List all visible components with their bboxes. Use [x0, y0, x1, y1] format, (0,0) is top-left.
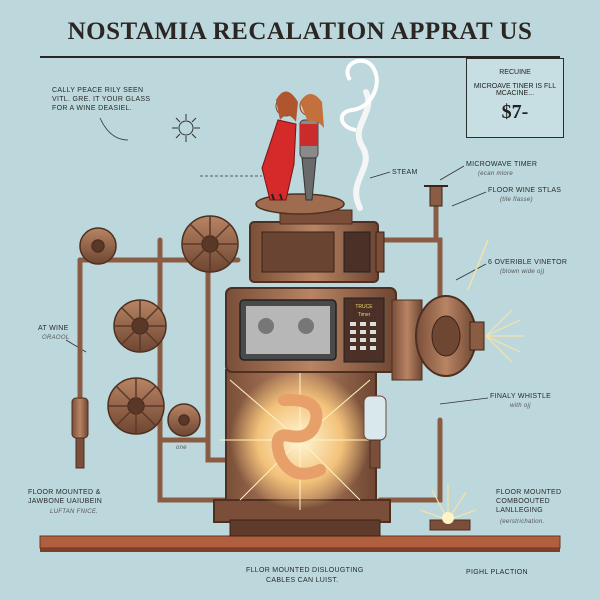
leader-whistle: [439, 397, 489, 405]
screen-person-left: [258, 318, 274, 334]
right-wheel-hub: [431, 315, 461, 357]
diagram-title: NOSTAMIA RECALATION APPRAT US: [67, 18, 533, 45]
control-panel-buttons: [350, 322, 376, 350]
note-top-left-line-1: CALLY PEACE RILY SEEN: [52, 87, 144, 94]
upper-microwave-side: [375, 231, 385, 273]
leader-top-left: [99, 117, 129, 141]
note-floor-mounted-right-line-3: LANLLEGING: [496, 507, 543, 514]
gear-top-icon: [181, 215, 239, 273]
note-floor-mounted-left-sub: LUFTAN FNICE.: [50, 509, 99, 515]
note-floor-wine-sub: (tile flasse): [500, 197, 533, 203]
figure-left: [261, 91, 298, 201]
override-spark: [467, 239, 489, 291]
leader-floor-wine: [451, 191, 487, 207]
leader-microwave-timer: [439, 165, 465, 181]
gear-top-left-icon: [79, 227, 117, 265]
note-bottom-right: PIGHL PLACTION: [466, 569, 528, 576]
screen-photo: [246, 306, 330, 354]
floor-platform: [39, 535, 561, 549]
leader-steam: [369, 171, 391, 179]
right-spark-icon: [485, 309, 524, 363]
note-floor-mounted-left-line-1: FLOOR MOUNTED &: [28, 489, 101, 496]
figure-right: [299, 94, 324, 201]
whistle-stand: [369, 439, 381, 469]
screen-person-right: [298, 318, 314, 334]
note-floor-mounted-right: FLOOR MOUNTED COMBOOUTED LANLLEGING: [496, 488, 561, 515]
note-floor-mounted-right-sub: (eerstrichation.: [500, 519, 545, 525]
gear-lower-icon: [107, 377, 165, 435]
note-microwave-timer: MICROWAVE TIMER: [466, 161, 538, 168]
note-at-wine: AT WINE: [38, 325, 69, 332]
price-box-price: $7-: [501, 101, 529, 123]
note-bottom-center: FLLOR MOUNTED DISLOUGTING: [246, 567, 364, 574]
right-nozzle: [469, 321, 485, 351]
note-top-left-line-3: FOR A WINE DEASIEL.: [52, 105, 132, 112]
price-box: RECUINE MICROAVE TINER IS FLL MCACINE...…: [466, 58, 564, 138]
note-at-wine-sub: ORAOOL: [42, 335, 70, 341]
note-override: 6 OVERIBLE VINETOR: [488, 259, 568, 266]
upper-microwave-door: [261, 231, 335, 273]
gear-bottom-icon: [167, 403, 201, 437]
steam-figure: [340, 58, 379, 132]
note-finaly-whistle-sub: with ojj: [510, 403, 531, 409]
control-panel-sublabel: Timer: [358, 312, 371, 318]
note-floor-mounted-left: FLOOR MOUNTED & JAWBONE UAIUBEIN: [28, 488, 102, 506]
note-floor-mounted-right-line-2: COMBOOUTED: [496, 498, 550, 505]
leader-at-wine: [65, 339, 87, 353]
steam-plume: [353, 89, 372, 211]
whistle-glass-chamber: [363, 395, 387, 441]
price-box-heading: RECUINE: [499, 69, 531, 76]
note-floor-wine: FLOOR WINE STLAS: [488, 187, 562, 194]
control-panel-label: TRUCE: [355, 304, 373, 310]
sun-symbol-icon: [172, 114, 200, 142]
machine-base-foot: [229, 519, 381, 537]
leader-override: [455, 263, 487, 281]
hanging-valve-left: [71, 397, 89, 469]
title-underline: [40, 56, 560, 58]
gear-middle-icon: [113, 299, 167, 353]
note-microwave-timer-sub: (ecan mlore: [478, 171, 513, 177]
top-valve-icon: [424, 185, 448, 207]
upper-microwave-panel: [343, 231, 371, 273]
floor-spark-icon: [419, 484, 477, 521]
note-override-sub: (blown wide oj): [500, 269, 545, 275]
leader-lines: [65, 117, 489, 405]
note-floor-mounted-right-line-1: FLOOR MOUNTED: [496, 489, 562, 496]
note-one: one: [176, 445, 187, 451]
glowing-spiral: [271, 393, 326, 480]
note-top-left: CALLY PEACE RILY SEEN VITL. GRE. IT YOUR…: [52, 86, 150, 113]
note-top-left-line-2: VITL. GRE. IT YOUR GLASS: [52, 96, 151, 103]
floor-spark-core: [442, 512, 454, 524]
note-steam: STEAM: [392, 169, 418, 176]
note-floor-mounted-left-line-2: JAWBONE UAIUBEIN: [28, 498, 103, 505]
note-bottom-center-sub: CABLES CAN LUIST.: [266, 577, 339, 584]
note-finaly-whistle: FINALY WHISTLE: [490, 393, 552, 400]
price-box-text: MICROAVE TINER IS FLL MCACINE...: [473, 83, 557, 97]
floor-platform-edge: [40, 548, 560, 552]
